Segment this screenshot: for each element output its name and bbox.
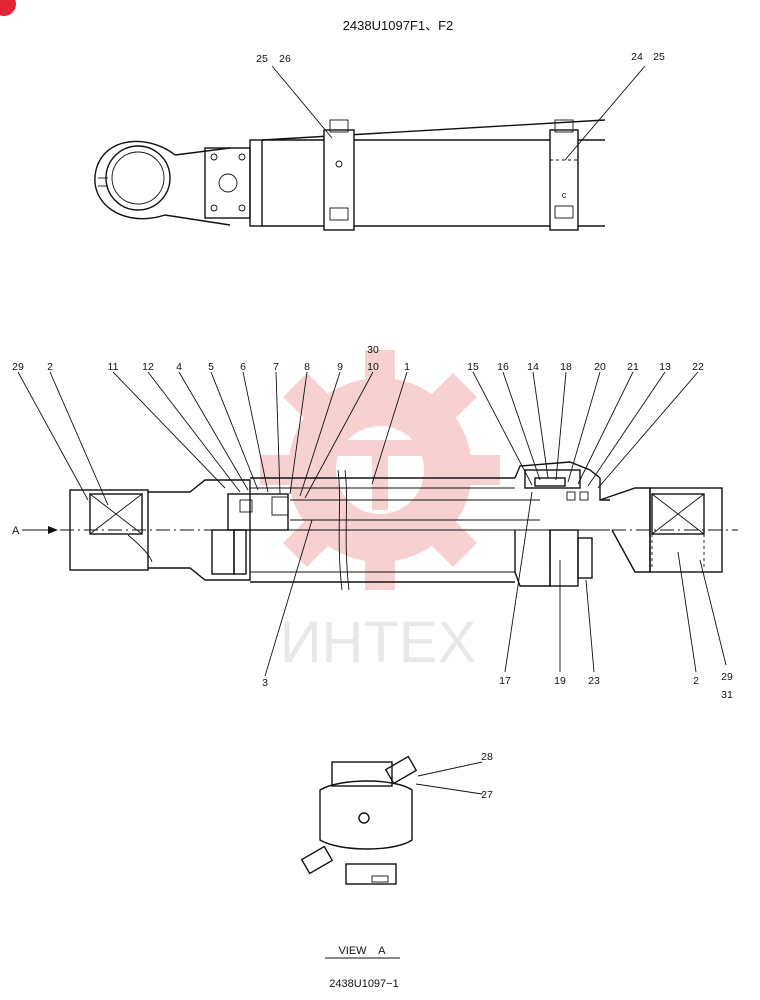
- callout-section-top-4: 4: [176, 361, 182, 373]
- callout-section-top-21: 21: [627, 361, 639, 373]
- callout-top-view-26: 26: [279, 53, 291, 65]
- callout-section-top-12: 12: [142, 361, 154, 373]
- callout-section-top-30: 30: [367, 344, 379, 356]
- callout-top-view-25: 25: [653, 51, 665, 63]
- brand-badge: [0, 0, 16, 16]
- callout-view-a-27: 27: [481, 789, 493, 801]
- top-view-leaders: [271, 65, 646, 161]
- watermark-text: ИНТЕХ: [280, 610, 476, 675]
- callout-section-top-8: 8: [304, 361, 310, 373]
- callout-section-bottom-17: 17: [499, 675, 511, 687]
- svg-text:c: c: [562, 190, 567, 200]
- callout-section-top-15: 15: [467, 361, 479, 373]
- callout-section-top-16: 16: [497, 361, 509, 373]
- watermark-gear-icon: [260, 350, 500, 590]
- callout-section-top-11: 11: [108, 361, 119, 373]
- callout-section-bottom-3: 3: [262, 677, 268, 689]
- callout-section-top-18: 18: [560, 361, 572, 373]
- callout-section-top-1: 1: [404, 361, 410, 373]
- sheet-top-number: 2438U1097F1、F2: [343, 18, 454, 33]
- watermark: ИНТЕХ: [260, 350, 500, 675]
- callout-numbers: 25 26 24 25 29 2 11 12 4 5 6 7 8 9 30 10 1 15 16 14 18 20 21 13…: [12, 51, 733, 801]
- callout-section-top-2: 2: [47, 361, 53, 373]
- callout-section-bottom-19: 19: [554, 675, 566, 687]
- callout-section-top-20: 20: [594, 361, 606, 373]
- section-view-leaders: [17, 371, 727, 677]
- callout-section-top-29: 29: [12, 361, 24, 373]
- callout-section-top-13: 13: [659, 361, 671, 373]
- callout-section-top-14: 14: [527, 361, 539, 373]
- callout-section-top-5: 5: [208, 361, 214, 373]
- view-a-label: VIEW A: [338, 945, 386, 957]
- callout-top-view-24: 24: [631, 51, 643, 63]
- view-a-clamp: [300, 755, 483, 885]
- callout-section-bottom-31: 31: [721, 689, 733, 701]
- callout-top-view-25: 25: [256, 53, 268, 65]
- section-arrow-label: A: [12, 525, 20, 537]
- callout-section-top-9: 9: [337, 361, 343, 373]
- callout-section-bottom-29: 29: [721, 671, 733, 683]
- callout-section-bottom-23: 23: [588, 675, 600, 687]
- top-view-cylinder: c: [94, 119, 606, 231]
- callout-view-a-28: 28: [481, 751, 493, 763]
- callout-section-top-10: 10: [367, 361, 379, 373]
- callout-section-top-22: 22: [692, 361, 704, 373]
- callout-section-bottom-2: 2: [693, 675, 699, 687]
- sheet-bottom-number: 2438U1097−1: [329, 978, 398, 990]
- callout-section-top-6: 6: [240, 361, 246, 373]
- callout-section-top-7: 7: [273, 361, 279, 373]
